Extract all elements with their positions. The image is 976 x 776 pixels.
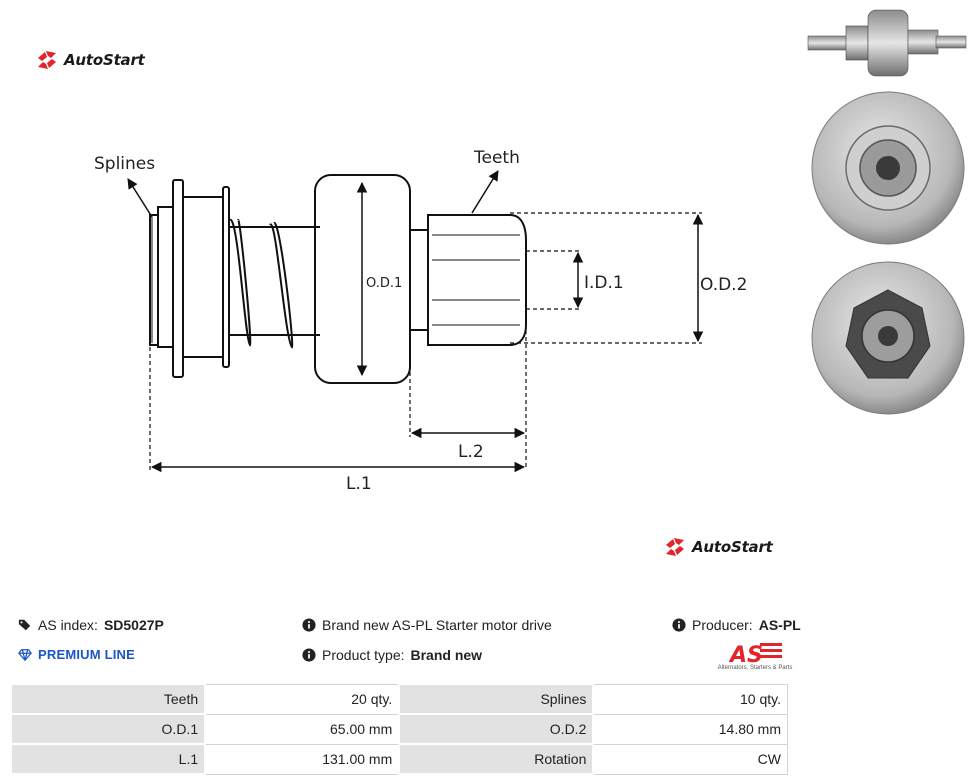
technical-drawing: O.D.1 I.D.1 O.D.2 L.2 L.1 Splines Teeth (94, 148, 747, 494)
as-pl-tagline: Alternators, Starters & Parts (717, 665, 793, 671)
teeth-label: Teeth (473, 148, 520, 168)
table-row: Teeth 20 qty. Splines 10 qty. (9, 683, 789, 715)
svg-text:AS: AS (728, 643, 763, 665)
table-row: L.1 131.00 mm Rotation CW (9, 743, 789, 775)
info-circle-icon (672, 618, 686, 632)
spec-value: CW (592, 743, 789, 775)
spec-label: O.D.1 (9, 713, 207, 745)
table-row: O.D.1 65.00 mm O.D.2 14.80 mm (9, 713, 789, 745)
splines-label: Splines (94, 154, 155, 174)
as-index-label: AS index: (38, 617, 98, 633)
product-photo-front (811, 91, 965, 245)
autostart-logo-top: AutoStart (36, 50, 145, 70)
pinion-gear (427, 214, 527, 346)
as-pl-logo-mark: AS (728, 643, 782, 668)
autostart-wordmark: AutoStart (692, 538, 773, 556)
info-circle-icon (302, 618, 316, 632)
l2-label: L.2 (458, 442, 484, 462)
as-pl-logo: AS Alternators, Starters & Parts (716, 641, 794, 675)
spline-end (149, 214, 159, 346)
as-index-value: SD5027P (103, 617, 164, 633)
spec-value: 20 qty. (204, 683, 400, 715)
producer: Producer: AS-PL (672, 617, 801, 633)
od2-label: O.D.2 (700, 275, 747, 295)
tags-icon (18, 619, 31, 631)
product-type: Product type: Brand new (302, 647, 482, 663)
spec-label: Teeth (9, 683, 207, 715)
producer-value: AS-PL (758, 617, 801, 633)
spec-label: Rotation (398, 743, 595, 775)
spec-value: 10 qty. (592, 683, 789, 715)
spec-value: 14.80 mm (592, 713, 789, 745)
product-photo-side (807, 9, 967, 77)
premium-line: PREMIUM LINE (18, 647, 135, 662)
product-type-label: Product type: (322, 647, 405, 663)
spec-label: L.1 (9, 743, 207, 775)
autostart-wordmark: AutoStart (64, 51, 145, 69)
autostart-logo-bottom: AutoStart (664, 537, 773, 557)
diamond-icon (18, 648, 32, 661)
spec-label: Splines (398, 683, 595, 715)
spec-value: 131.00 mm (204, 743, 400, 775)
product-description-text: Brand new AS-PL Starter motor drive (322, 617, 552, 633)
l1-label: L.1 (346, 474, 372, 494)
product-type-value: Brand new (410, 647, 483, 663)
product-description: Brand new AS-PL Starter motor drive (302, 617, 552, 633)
autostart-mark-icon (38, 51, 56, 69)
product-photo-back (811, 261, 965, 415)
producer-label: Producer: (692, 617, 753, 633)
id1-label: I.D.1 (584, 273, 624, 293)
od1-label: O.D.1 (366, 276, 402, 291)
as-index: AS index: SD5027P (18, 617, 164, 633)
premium-line-label: PREMIUM LINE (38, 647, 136, 662)
autostart-mark-icon (666, 538, 684, 556)
info-circle-icon (302, 648, 316, 662)
spec-value: 65.00 mm (204, 713, 400, 745)
spec-label: O.D.2 (398, 713, 595, 745)
flange (172, 179, 184, 378)
specs-table: Teeth 20 qty. Splines 10 qty. O.D.1 65.0… (9, 683, 789, 775)
